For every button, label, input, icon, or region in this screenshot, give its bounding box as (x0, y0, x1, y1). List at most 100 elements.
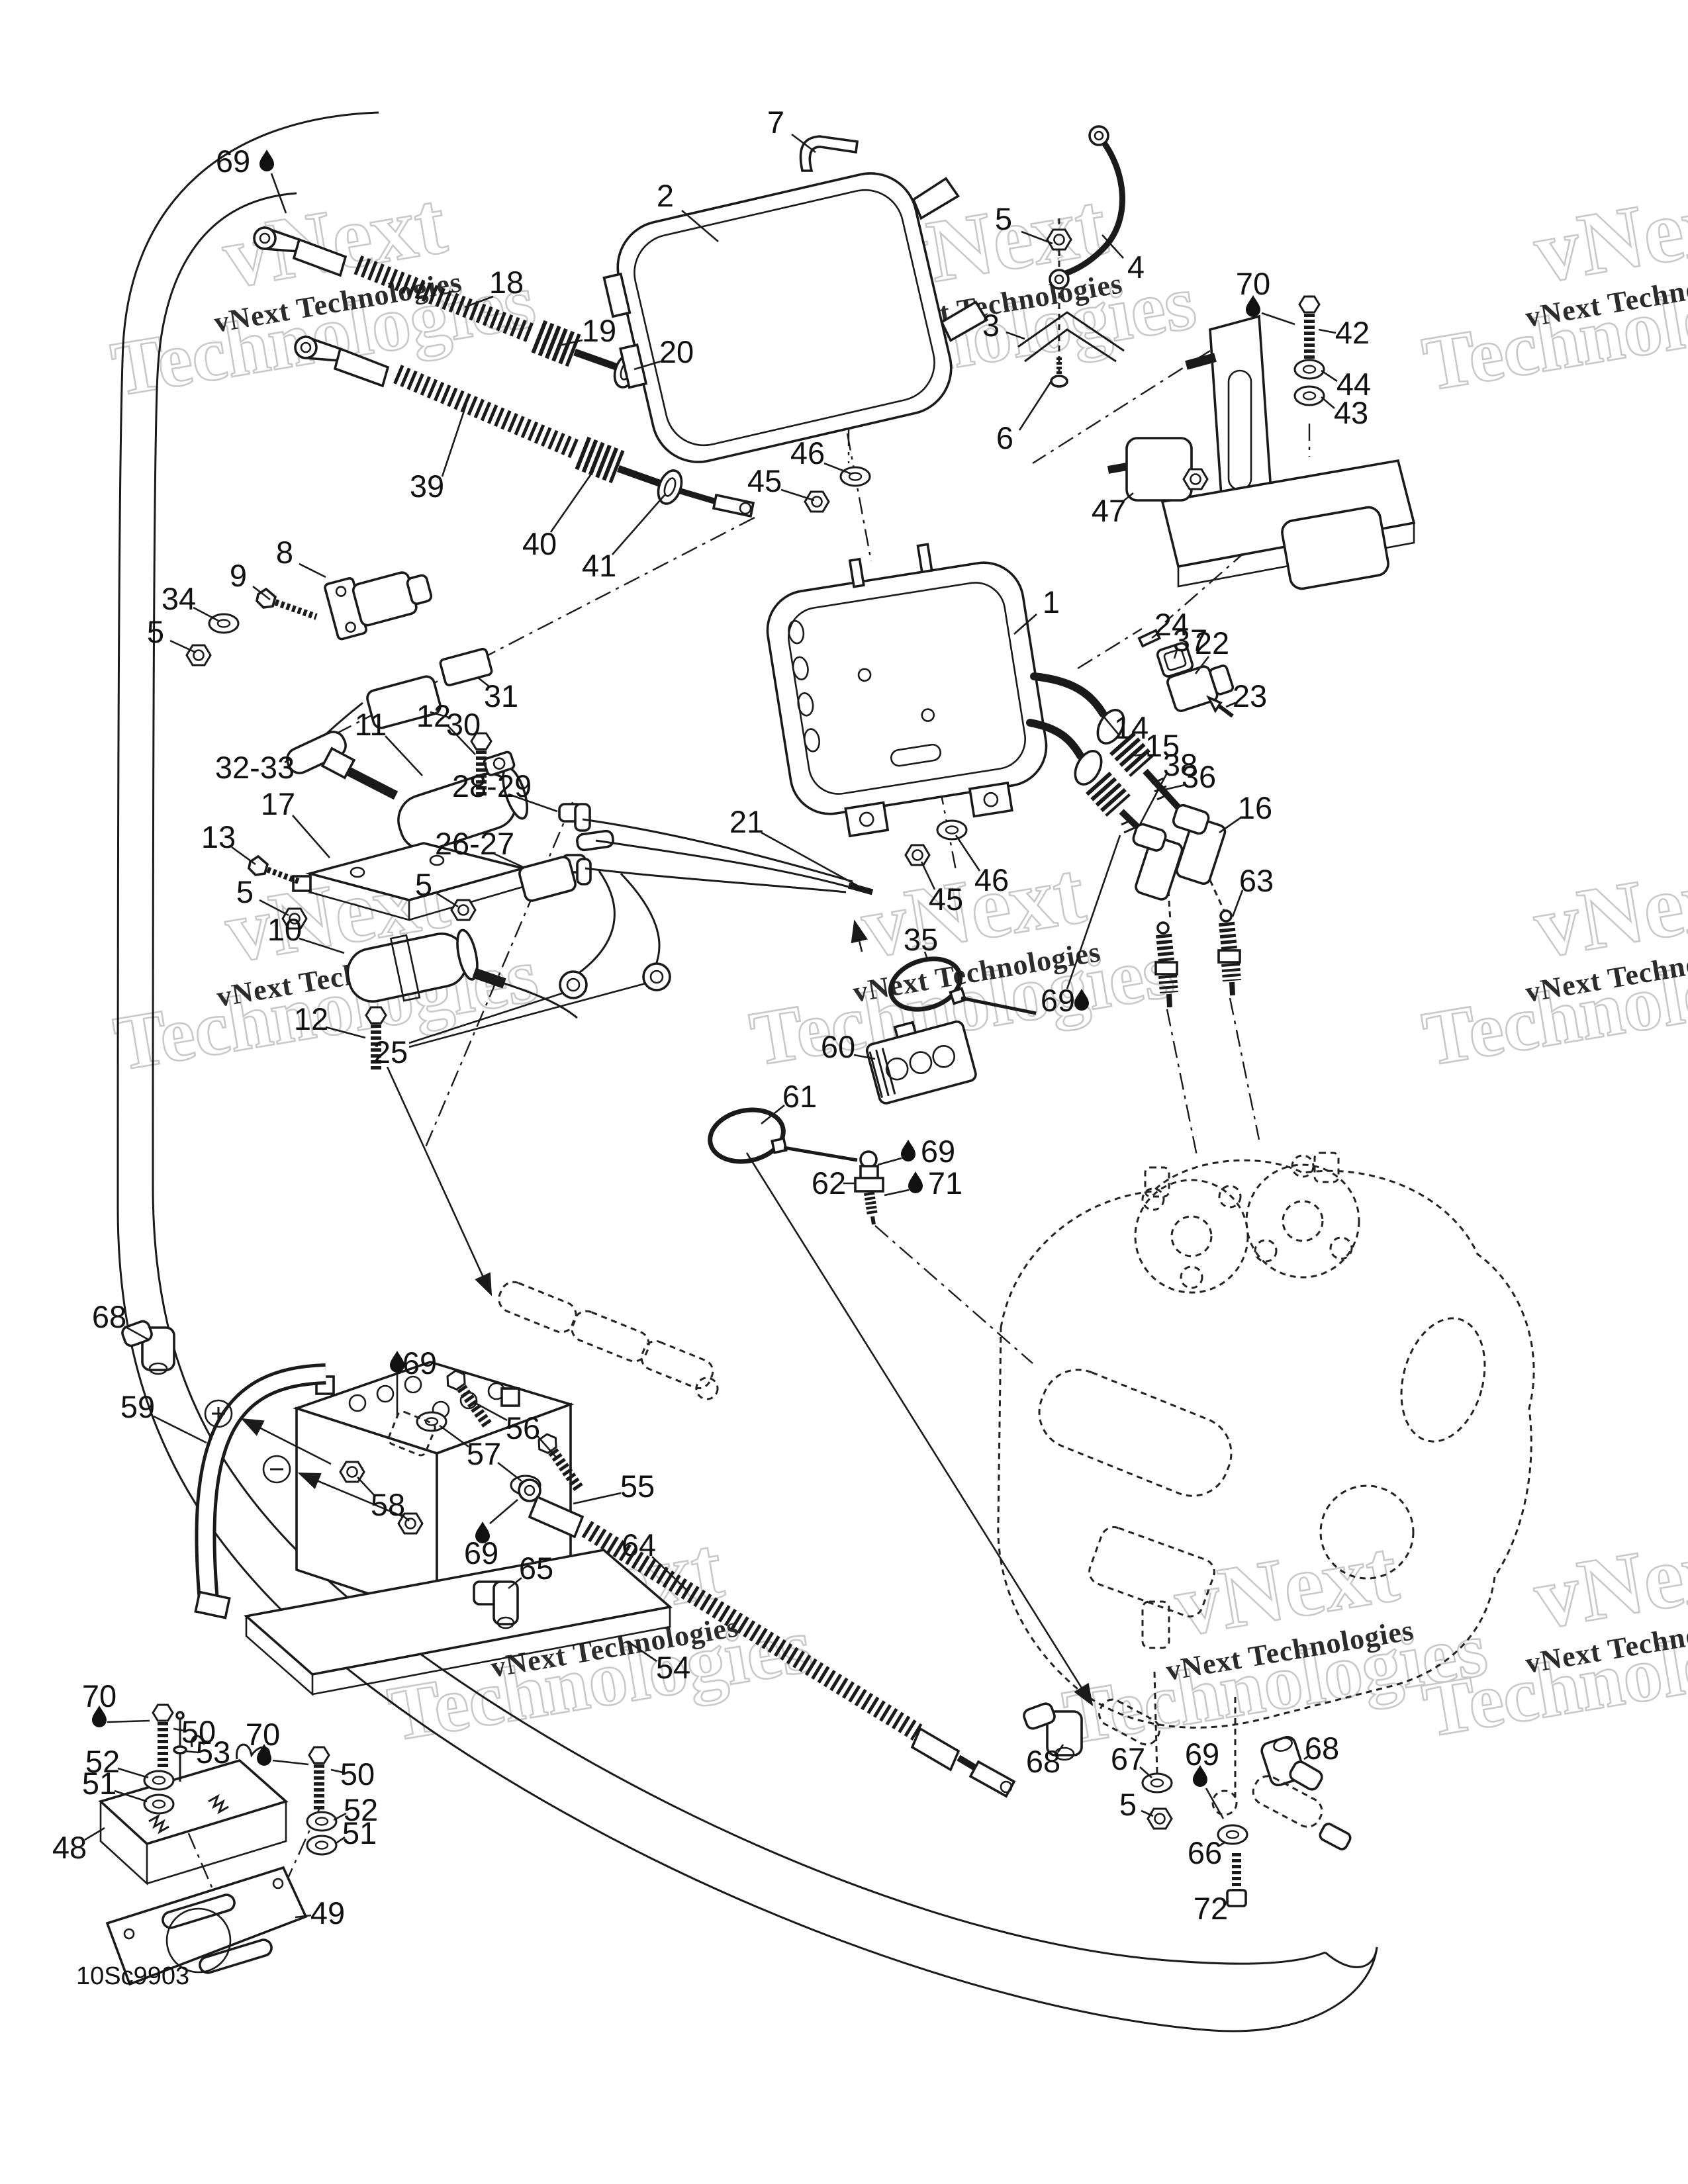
leader-70-70 (107, 1719, 150, 1723)
leader-69-50 (1066, 835, 1121, 989)
leader-23-43 (1225, 702, 1236, 708)
callout-68-87: 68 (1305, 1731, 1339, 1766)
callout-44-10: 44 (1336, 367, 1371, 402)
callout-72-86: 72 (1194, 1891, 1228, 1926)
lubricant-drop-icon-76 (257, 1744, 271, 1766)
washer-52-a (143, 1770, 175, 1791)
bolt-50-b (309, 1747, 329, 1812)
leader-58-64 (357, 1477, 375, 1496)
leader-67-82 (1139, 1766, 1152, 1778)
starter-cable-dashed (387, 1281, 719, 1457)
callout-46-18: 46 (790, 435, 825, 471)
lubricant-drop-icon-50 (1074, 989, 1089, 1011)
callout-9-21: 9 (230, 558, 247, 593)
leader-5-32 (436, 892, 459, 908)
spark-plug-protector (865, 1020, 977, 1105)
callout-60-54: 60 (821, 1029, 855, 1064)
cable-39 (294, 335, 755, 518)
callout-70-8: 70 (1236, 266, 1270, 301)
nut-45-lower (904, 844, 931, 866)
callout-34-22: 34 (162, 581, 196, 616)
callout-30-25: 30 (446, 707, 481, 742)
leader-12-34 (325, 1026, 366, 1039)
leader-51-73 (114, 1790, 148, 1803)
callout-23-43: 23 (1233, 678, 1267, 713)
callout-35-53: 35 (904, 922, 938, 957)
callout-52-78: 52 (344, 1792, 378, 1827)
lubricant-drop-icon-69 (475, 1522, 490, 1543)
callout-55-65: 55 (620, 1469, 655, 1504)
callout-39-15: 39 (410, 469, 444, 504)
gauge-hook (799, 135, 859, 172)
washer-51-a (143, 1794, 175, 1815)
callout-13-30: 13 (201, 819, 236, 854)
arrow-4 (297, 1472, 404, 1518)
leader-10-33 (299, 937, 345, 954)
callout-50-77: 50 (340, 1756, 375, 1792)
leader-18-1 (464, 295, 494, 308)
washer-66 (1217, 1824, 1248, 1845)
callout-16-48: 16 (1238, 790, 1272, 825)
callout-5-32: 5 (415, 867, 432, 902)
callout-32-33-26: 32-33 (215, 750, 295, 785)
leader-68-59 (124, 1325, 149, 1341)
callout-2-3: 2 (657, 178, 674, 213)
leader-13-30 (231, 846, 256, 866)
callout-64-67: 64 (622, 1527, 656, 1563)
gauge-support-bracket (766, 543, 1048, 838)
leader-1-39 (1013, 614, 1037, 635)
callout-38-46: 38 (1163, 747, 1197, 782)
callout-65-68: 65 (519, 1551, 553, 1586)
leader-42-9 (1318, 328, 1336, 334)
coil-10 (346, 929, 578, 1019)
leader-68-87 (1303, 1755, 1309, 1760)
battery-55 (293, 1361, 575, 1618)
bolt-13 (248, 854, 301, 885)
callout-5-23: 5 (147, 614, 164, 649)
callout-40-16: 40 (522, 526, 557, 561)
engine-dashed (997, 1152, 1535, 1729)
lubricant-drop-icon-60 (390, 1351, 404, 1373)
nut-5-bottom (1147, 1807, 1173, 1830)
callout-20-14: 20 (659, 334, 694, 369)
leader-69-83 (1205, 1788, 1225, 1819)
battery-strap-59 (194, 1363, 326, 1619)
callout-68-81: 68 (1026, 1744, 1060, 1779)
leader-21-38 (761, 831, 858, 887)
callout-25-37: 25 (373, 1034, 408, 1069)
washer-51-b (306, 1835, 338, 1856)
tube-32-33 (286, 731, 347, 774)
mounting-plate-49 (105, 1866, 308, 1986)
leader-5-31 (259, 899, 289, 917)
leader-22-42 (1194, 656, 1210, 674)
leader-49-80 (295, 1914, 312, 1919)
callout-5-84: 5 (1119, 1787, 1137, 1822)
nut-5-left (185, 644, 212, 666)
elbow-boot-68-left (1023, 1702, 1083, 1761)
leader-4-5 (1102, 234, 1124, 259)
leader-69-0 (270, 173, 287, 214)
leader-71-58 (884, 1189, 910, 1197)
leader-66-85 (1217, 1841, 1225, 1848)
callout-28-29-35: 28-29 (452, 768, 532, 803)
callout-70-70: 70 (82, 1678, 117, 1713)
leader-51-79 (334, 1836, 346, 1845)
leader-56-62 (475, 1402, 508, 1422)
leader-5-4 (1021, 230, 1053, 245)
bolt-50-a (153, 1705, 173, 1770)
callout-59-61: 59 (120, 1389, 155, 1424)
callout-31-24: 31 (484, 678, 518, 713)
battery-terminal-symbols (204, 1399, 291, 1484)
leader-3-6 (1006, 331, 1025, 340)
leader-9-21 (252, 585, 271, 601)
leader-30-25 (430, 711, 449, 719)
callout-4-5: 4 (1127, 250, 1145, 285)
harness-21 (518, 803, 874, 999)
leader-36-47 (1162, 784, 1186, 792)
leader-16-48 (1219, 816, 1242, 834)
leader-57-63 (439, 1424, 469, 1448)
callout-6-7: 6 (996, 420, 1013, 455)
lubricant-drop-icon-58 (908, 1171, 923, 1193)
